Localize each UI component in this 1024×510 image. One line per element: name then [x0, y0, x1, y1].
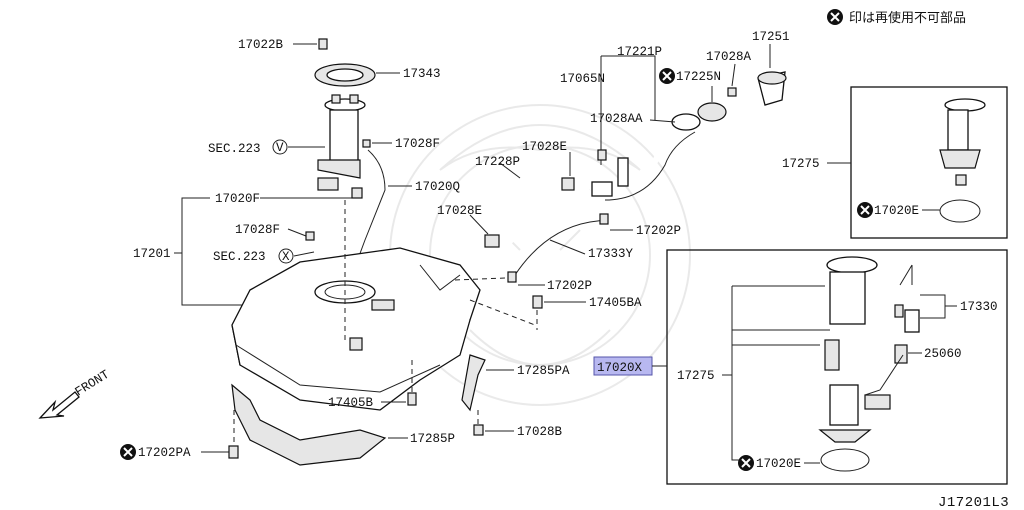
label-25060: 25060	[924, 347, 962, 361]
label-group-sec223v: SEC.223 V	[208, 139, 325, 156]
fuel-tank-17201	[231, 247, 481, 411]
label-group-17020E-bottom: 17020E	[738, 455, 820, 471]
clip-17028F-top: 17028F	[362, 137, 440, 151]
clip-17028F-low: 17028F	[235, 223, 315, 241]
gasket-17225N: 17225N	[659, 68, 727, 122]
label-17333Y: 17333Y	[588, 247, 634, 261]
label-17065N: 17065N	[560, 72, 605, 86]
pump-exploded	[818, 256, 920, 472]
label-17202P-lower: 17202P	[547, 279, 592, 293]
heat-shield-17285P: 17285P	[231, 383, 455, 466]
clip-17028B: 17028B	[473, 410, 563, 439]
label-17020F: 17020F	[215, 192, 260, 206]
bolt-17405B: 17405B	[328, 360, 417, 410]
label-17275-top: 17275	[782, 157, 820, 171]
label-group-17020E-top: 17020E	[857, 202, 940, 218]
label-17285PA: 17285PA	[517, 364, 570, 378]
label-17225N: 17225N	[676, 70, 721, 84]
label-group-17020F: 17020F	[215, 187, 363, 206]
clip-17202P-upper: 17202P	[599, 213, 681, 238]
reference-code: J17201L3	[938, 495, 1009, 510]
label-17330: 17330	[960, 300, 998, 314]
front-arrow: FRONT	[38, 367, 113, 419]
label-17202P-upper: 17202P	[636, 224, 681, 238]
label-17028E-right: 17028E	[522, 140, 567, 154]
pump-small-top	[939, 98, 986, 223]
label-17028AA: 17028AA	[590, 112, 643, 126]
clip-17028AA: 17028AA	[590, 112, 676, 161]
bracket-17275-bottom: 17275	[677, 285, 830, 461]
fuel-pump-module	[317, 94, 366, 191]
hose-17228P: 17228P	[475, 155, 561, 249]
label-17020X[interactable]: 17020X	[597, 361, 643, 375]
label-17020E-bottom: 17020E	[756, 457, 801, 471]
front-label: FRONT	[73, 367, 113, 399]
clip-17202P-lower: 17202P	[507, 271, 592, 293]
clip-17028E-left: 17028E	[437, 204, 500, 248]
reuse-notice: 印は再使用不可部品	[827, 9, 966, 26]
label-17028E-left: 17028E	[437, 204, 482, 218]
cap-17251: 17251	[752, 30, 790, 106]
pump-detail-box-bottom	[666, 249, 1008, 485]
label-17202PA: 17202PA	[138, 446, 191, 460]
label-17275-bottom: 17275	[677, 369, 715, 383]
label-group-17330: 17330	[920, 294, 998, 319]
label-17405B: 17405B	[328, 396, 374, 410]
label-17028A: 17028A	[706, 50, 752, 64]
label-17228P: 17228P	[475, 155, 520, 169]
label-17201: 17201	[133, 247, 171, 261]
bolt-17405BA: 17405BA	[532, 295, 642, 330]
label-17285P: 17285P	[410, 432, 455, 446]
filler-tube-17221P	[589, 113, 701, 201]
sec223v-mark: V	[276, 141, 284, 155]
lock-ring-17343: 17343	[314, 63, 441, 87]
screw-17022B: 17022B	[238, 38, 328, 52]
notice-text: 印は再使用不可部品	[849, 10, 966, 26]
label-group-17065N: 17065N	[560, 72, 605, 86]
label-17020E-top: 17020E	[874, 204, 919, 218]
hose-17333Y: 17333Y	[514, 219, 634, 276]
label-17022B: 17022B	[238, 38, 284, 52]
label-17028F-low: 17028F	[235, 223, 280, 237]
highlight-17020X[interactable]: 17020X	[593, 356, 667, 376]
bolt-17202PA: 17202PA	[120, 410, 239, 460]
hose-17020Q: 17020Q	[351, 149, 460, 276]
label-group-25060: 25060	[908, 347, 962, 361]
label-17405BA: 17405BA	[589, 296, 642, 310]
heat-shield-17285PA: 17285PA	[461, 354, 570, 412]
label-17028F-top: 17028F	[395, 137, 440, 151]
label-group-sec223x: SEC.223 X	[213, 248, 315, 264]
label-group-17275-top: 17275	[782, 157, 851, 171]
sec223x-mark: X	[282, 250, 290, 264]
label-sec223v: SEC.223	[208, 142, 261, 156]
label-17343: 17343	[403, 67, 441, 81]
label-group-17201: 17201	[133, 197, 250, 306]
label-17251: 17251	[752, 30, 790, 44]
label-17028B: 17028B	[517, 425, 563, 439]
screw-17028A: 17028A	[706, 50, 752, 97]
label-group-17221P: 17221P	[600, 45, 662, 165]
label-sec223x: SEC.223	[213, 250, 266, 264]
label-17020Q: 17020Q	[415, 180, 460, 194]
clip-17028E-right: 17028E	[522, 140, 575, 191]
